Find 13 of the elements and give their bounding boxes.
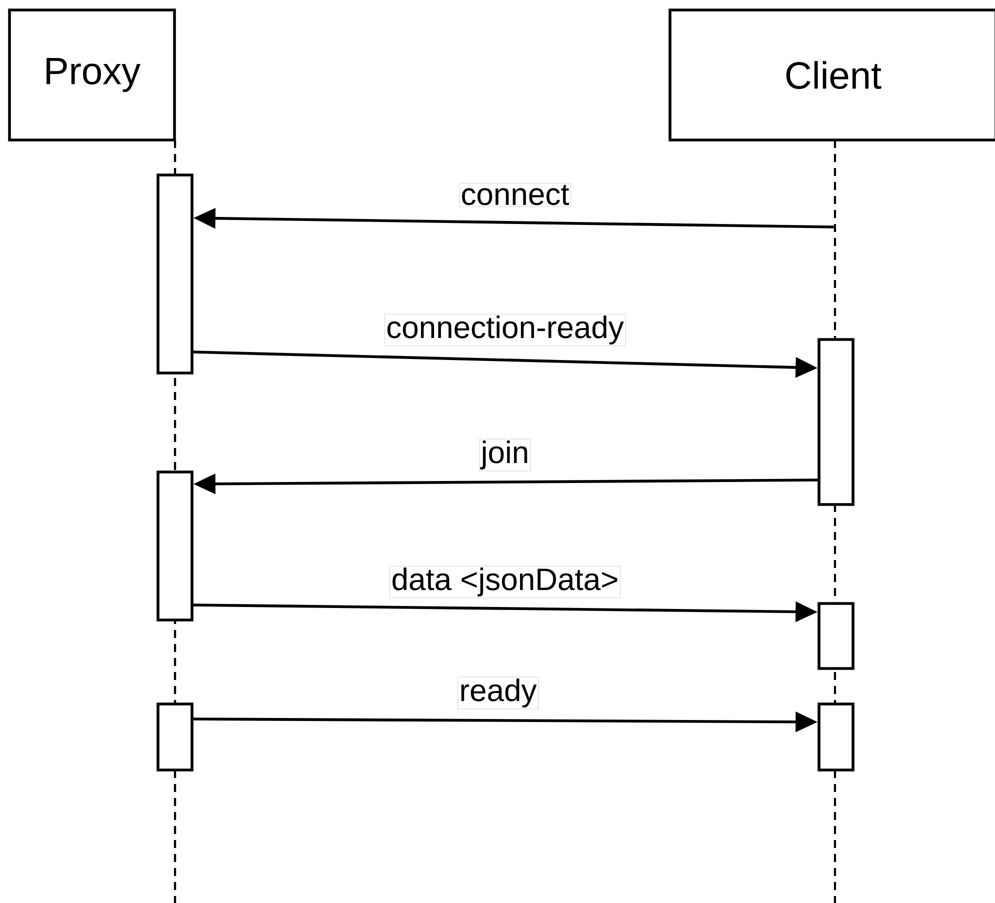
edge-label: ready	[457, 676, 539, 710]
edge-label: connection-ready	[384, 314, 626, 346]
activation-bar	[156, 470, 194, 622]
edge-label: data <jsonData>	[389, 566, 621, 598]
participant-box: Client	[668, 8, 995, 142]
activation-bar	[156, 702, 194, 772]
edge-label: join	[479, 438, 531, 472]
activation-bar	[818, 338, 854, 506]
activation-bar	[818, 702, 854, 772]
activation-bar	[818, 602, 854, 670]
activation-bar	[156, 174, 194, 374]
edge-label: connect	[458, 183, 572, 207]
participant-box: Proxy	[8, 8, 176, 142]
